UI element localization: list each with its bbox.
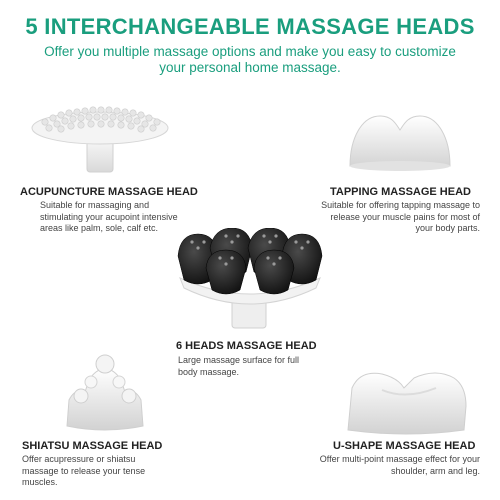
shiatsu-head-image <box>55 352 155 432</box>
u-shape-head-description: Offer multi-point massage effect for you… <box>319 454 480 476</box>
page-subtitle: Offer you multiple massage options and m… <box>44 44 456 75</box>
acupuncture-head-image <box>25 92 175 174</box>
tapping-head-description: Suitable for offering tapping massage to… <box>321 200 480 233</box>
acupuncture-head-label: ACUPUNCTURE MASSAGE HEAD <box>20 186 198 198</box>
six-heads-description: Large massage surface for full body mass… <box>178 355 300 377</box>
six-heads-massage-head-image <box>170 228 330 330</box>
tapping-head-image <box>340 108 460 172</box>
shiatsu-head-label: SHIATSU MASSAGE HEAD <box>22 440 163 452</box>
shiatsu-head-description: Offer acupressure or shiatsu massage to … <box>22 454 146 487</box>
u-shape-head-label: U-SHAPE MASSAGE HEAD <box>333 440 476 452</box>
u-shape-head-image <box>342 366 472 436</box>
tapping-head-label: TAPPING MASSAGE HEAD <box>330 186 471 198</box>
six-heads-label: 6 HEADS MASSAGE HEAD <box>176 340 317 352</box>
acupuncture-head-description: Suitable for massaging and stimulating y… <box>40 200 178 233</box>
page-title: 5 INTERCHANGEABLE MASSAGE HEADS <box>25 14 475 39</box>
